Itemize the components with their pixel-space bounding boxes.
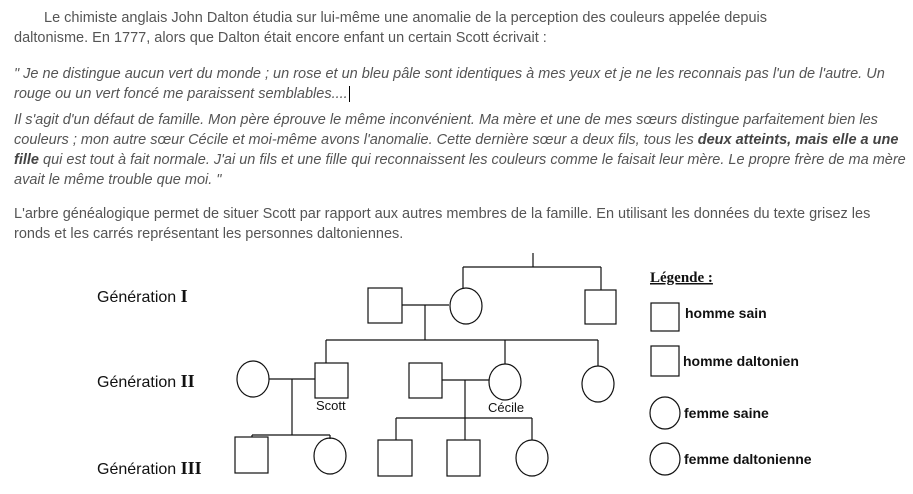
gen3-cecile-daughter-circle[interactable]	[515, 439, 549, 477]
gen3-scott-son-square[interactable]	[234, 436, 269, 474]
gen1-uncle-square[interactable]	[584, 289, 617, 325]
pedigree-lines	[251, 253, 602, 440]
gen2-cecile-husband-square[interactable]	[408, 362, 443, 399]
gen3-scott-daughter-circle[interactable]	[313, 437, 347, 475]
legend-item-3: femme saine	[684, 405, 769, 421]
instruction-paragraph: L'arbre généalogique permet de situer Sc…	[14, 206, 871, 242]
quote-text-1: " Je ne distingue aucun vert du monde ; …	[14, 66, 885, 102]
cecile-label: Cécile	[488, 400, 524, 415]
generation-label-3: Génération III	[97, 458, 202, 478]
gen3-cecile-son1-square[interactable]	[377, 439, 413, 477]
quote-text-2c: qui est tout à fait normale. J'ai un fil…	[14, 152, 906, 188]
gen1-mother-circle[interactable]	[449, 287, 483, 325]
gen1-father-square[interactable]	[367, 287, 403, 324]
legend-healthy-female-circle	[649, 396, 681, 430]
legend-colorblind-female-circle	[649, 442, 681, 476]
gen2-scott-square[interactable]	[314, 362, 349, 399]
intro-line-2: daltonisme. En 1777, alors que Dalton ét…	[14, 30, 547, 46]
legend-item-1: homme sain	[685, 305, 767, 321]
legend-item-2: homme daltonien	[683, 353, 799, 369]
scott-label: Scott	[316, 398, 346, 413]
legend-colorblind-male-square	[650, 345, 680, 377]
generation-label-2: Génération II	[97, 371, 195, 391]
intro-paragraph: Le chimiste anglais John Dalton étudia s…	[14, 8, 909, 48]
gen2-sister-circle[interactable]	[581, 365, 615, 403]
legend-title: Légende :	[650, 270, 713, 286]
generation-label-1: Génération I	[97, 286, 188, 306]
legend-item-4: femme daltonienne	[684, 451, 812, 467]
legend: Légende : homme sain homme daltonien fem…	[649, 270, 812, 476]
gen3-cecile-son2-square[interactable]	[446, 439, 481, 477]
quote-text-2a: Il s'agit d'un défaut de famille. Mon pè…	[14, 112, 878, 148]
gen2-scott-wife-circle[interactable]	[236, 360, 270, 398]
gen2-cecile-circle[interactable]	[488, 363, 522, 401]
quote-part-2: Il s'agit d'un défaut de famille. Mon pè…	[14, 110, 909, 190]
intro-line-1: Le chimiste anglais John Dalton étudia s…	[44, 10, 768, 26]
quote-text-bold: deux atteints, mais elle a une fille	[14, 132, 899, 168]
legend-healthy-male-square	[650, 302, 680, 332]
quote-part-1: " Je ne distingue aucun vert du monde ; …	[14, 64, 909, 104]
